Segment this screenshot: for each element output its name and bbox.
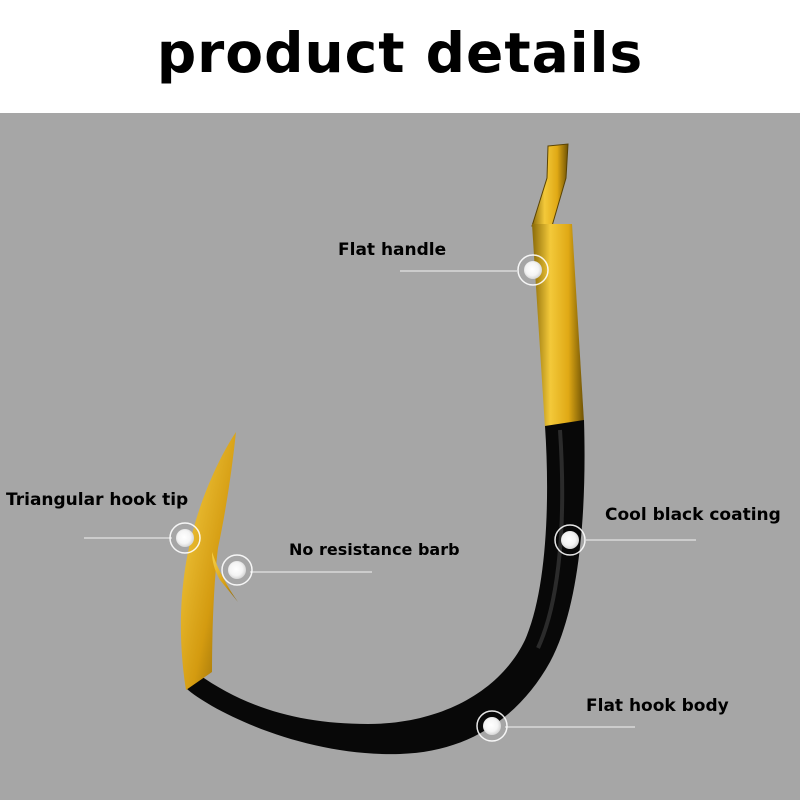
callout-label-barb: No resistance barb [289, 540, 460, 559]
callout-label-flat-handle: Flat handle [338, 240, 447, 260]
callout-label-coating: Cool black coating [605, 505, 781, 525]
hook-shank-gold [532, 224, 584, 428]
hook-point-gold [180, 432, 236, 690]
product-panel [0, 113, 800, 800]
hook-body-black [186, 420, 585, 755]
callout-marker-barb [221, 554, 253, 586]
callout-label-hook-tip: Triangular hook tip [6, 490, 189, 510]
header: product details [0, 0, 800, 113]
callout-marker-coating [554, 524, 586, 556]
callout-marker-body [476, 710, 508, 742]
page-title: product details [156, 20, 644, 85]
callout-marker-tip [169, 522, 201, 554]
callout-marker-handle [517, 254, 549, 286]
hook-eye-tab [531, 143, 569, 227]
callout-label-hook-body: Flat hook body [586, 696, 729, 716]
